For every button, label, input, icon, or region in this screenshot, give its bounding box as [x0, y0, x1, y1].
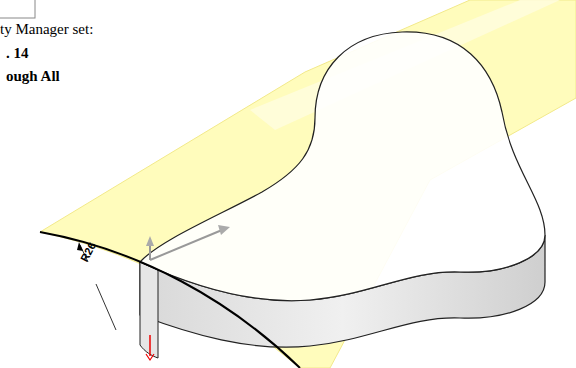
instruction-text: . 14: [6, 45, 29, 62]
triad-axis: [149, 244, 151, 260]
origin-axis: [149, 335, 151, 356]
corner-box: [0, 0, 35, 18]
triad-axis: [150, 230, 222, 260]
instruction-text: ough All: [6, 68, 60, 85]
instruction-text: ty Manager set:: [0, 21, 93, 38]
triad-head: [146, 236, 154, 246]
origin-mark: [146, 354, 154, 360]
extrusion-corner: [140, 262, 158, 358]
top-face: [140, 32, 545, 301]
triad-head: [218, 225, 230, 235]
leader-line: [96, 284, 116, 330]
dimension-label: R26: [78, 240, 98, 263]
plane-surface: [40, 0, 576, 368]
